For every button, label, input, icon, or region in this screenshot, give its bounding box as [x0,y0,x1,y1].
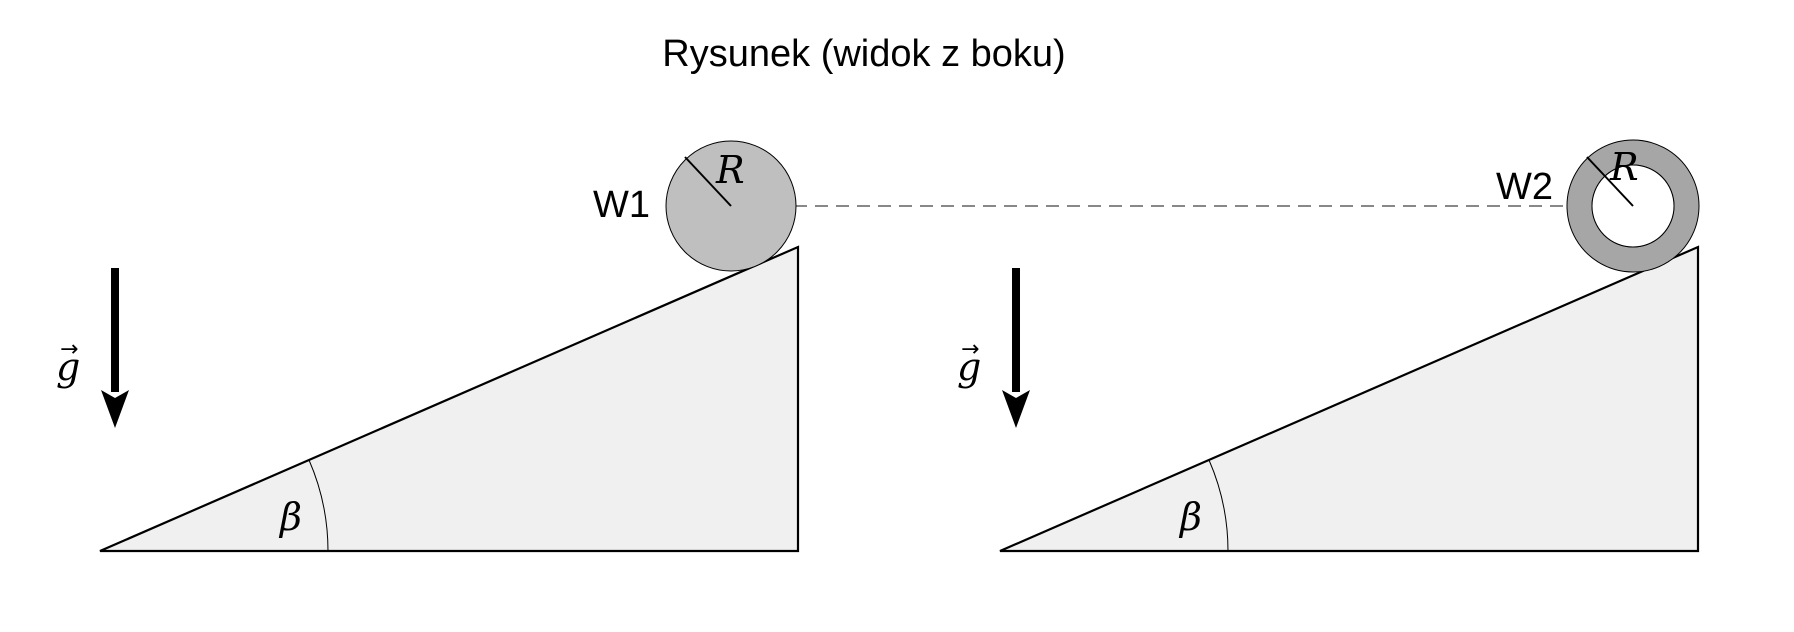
incline-right [999,245,1700,553]
gravity-label-right: g [957,345,981,389]
angle-label-right: β [1178,495,1202,539]
angle-arc-right [1208,459,1229,552]
angle-label-left: β [278,495,302,539]
panel-right: β g → R W2 [957,139,1700,553]
diagram-title: Rysunek (widok z boku) [662,33,1065,75]
radius-line-w2 [1586,156,1634,207]
gravity-arrow-right-icon [1002,268,1030,428]
gravity-label-left: g [56,345,80,389]
radius-label-w2: R [1609,145,1639,189]
angle-arc-left [308,459,329,552]
gravity-arrow-left-icon [101,268,129,428]
panel-left: β g → R W1 [56,140,800,553]
incline-left [99,245,800,553]
radius-label-w1: R [715,148,745,192]
vector-arrow-right: → [961,337,979,362]
wheel-label-w2: W2 [1496,166,1553,208]
radius-line-w1 [684,156,732,207]
wheel-label-w1: W1 [593,184,650,226]
vector-arrow-left: → [60,337,78,362]
